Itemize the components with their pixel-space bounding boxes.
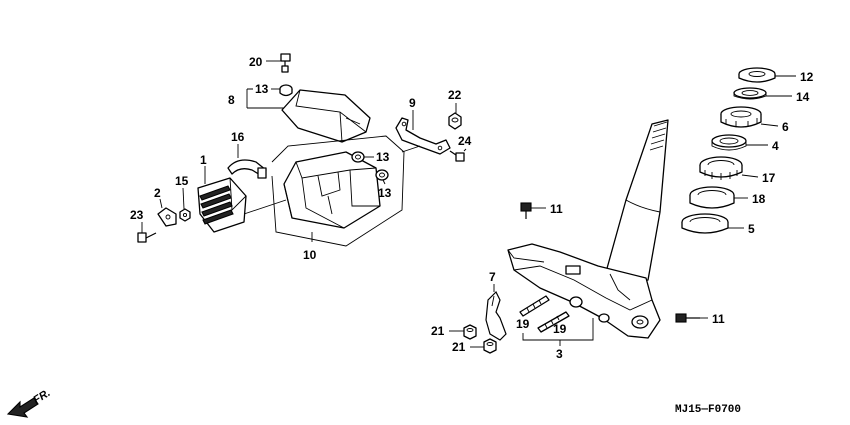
stud-19-left-icon [519, 295, 550, 317]
callout-15: 15 [175, 174, 189, 188]
washer-14-icon [733, 87, 767, 100]
bolt-24-icon [449, 150, 465, 162]
nut-21-lower-icon [483, 338, 497, 354]
dust-seal-5-icon [681, 213, 729, 234]
callout-19-left: 19 [516, 317, 530, 331]
callout-16: 16 [231, 130, 245, 144]
callout-9: 9 [409, 96, 416, 110]
nut-22-icon [448, 112, 462, 130]
bolt-11-lower-icon [675, 313, 700, 323]
callout-13-mid: 13 [376, 150, 390, 164]
bearing-race-18-icon [689, 186, 735, 209]
callout-18: 18 [752, 192, 766, 206]
callout-11-lower: 11 [712, 312, 725, 326]
bracket-9-icon [395, 117, 451, 155]
nut-21-upper-icon [463, 324, 477, 340]
callout-11-upper: 11 [550, 202, 563, 216]
callout-17: 17 [762, 171, 776, 185]
bearing-17-icon [699, 156, 743, 180]
callout-6: 6 [782, 120, 789, 134]
callout-13-top: 13 [255, 82, 269, 96]
nut-15-icon [179, 208, 191, 222]
adjust-nut-6-icon [720, 106, 762, 128]
callout-12: 12 [800, 70, 814, 84]
bolt-11-upper-icon [520, 202, 532, 219]
case-10-icon [283, 151, 381, 229]
diagram-code: MJ15—F0700 [675, 404, 741, 416]
front-arrow-icon [6, 397, 39, 418]
callout-13-low: 13 [378, 186, 392, 200]
callout-20: 20 [249, 55, 263, 69]
callout-14: 14 [796, 90, 810, 104]
steering-stem-3-icon [507, 119, 669, 339]
dust-seal-4-icon [711, 134, 747, 151]
grommet-13-low-icon [375, 169, 389, 181]
callout-24: 24 [458, 134, 472, 148]
grommet-13-top-icon [279, 84, 293, 97]
grommet-13-mid-icon [351, 151, 365, 163]
callout-3-bracket [522, 318, 594, 346]
callout-22: 22 [448, 88, 462, 102]
regulator-1-icon [197, 177, 247, 233]
callout-21-upper: 21 [431, 324, 445, 338]
callout-8: 8 [228, 93, 235, 107]
callout-19-right: 19 [553, 322, 567, 336]
assembly-10-outline [271, 135, 405, 247]
cover-8-icon [281, 89, 371, 143]
bolt-20-icon [280, 53, 291, 73]
callout-2: 2 [154, 186, 161, 200]
stud-19-right-icon [537, 311, 570, 333]
wire-clip-7-icon [485, 290, 507, 341]
clip-2-icon [157, 207, 177, 227]
callout-1: 1 [200, 153, 207, 167]
callout-4: 4 [772, 139, 779, 153]
callout-21-lower: 21 [452, 340, 466, 354]
bolt-23-icon [137, 232, 157, 243]
callout-10: 10 [303, 248, 317, 262]
locknut-12-icon [738, 67, 776, 83]
strap-16-icon [227, 159, 267, 179]
callout-5: 5 [748, 222, 755, 236]
callout-7: 7 [489, 270, 496, 284]
callout-23: 23 [130, 208, 144, 222]
callout-3: 3 [556, 347, 563, 361]
